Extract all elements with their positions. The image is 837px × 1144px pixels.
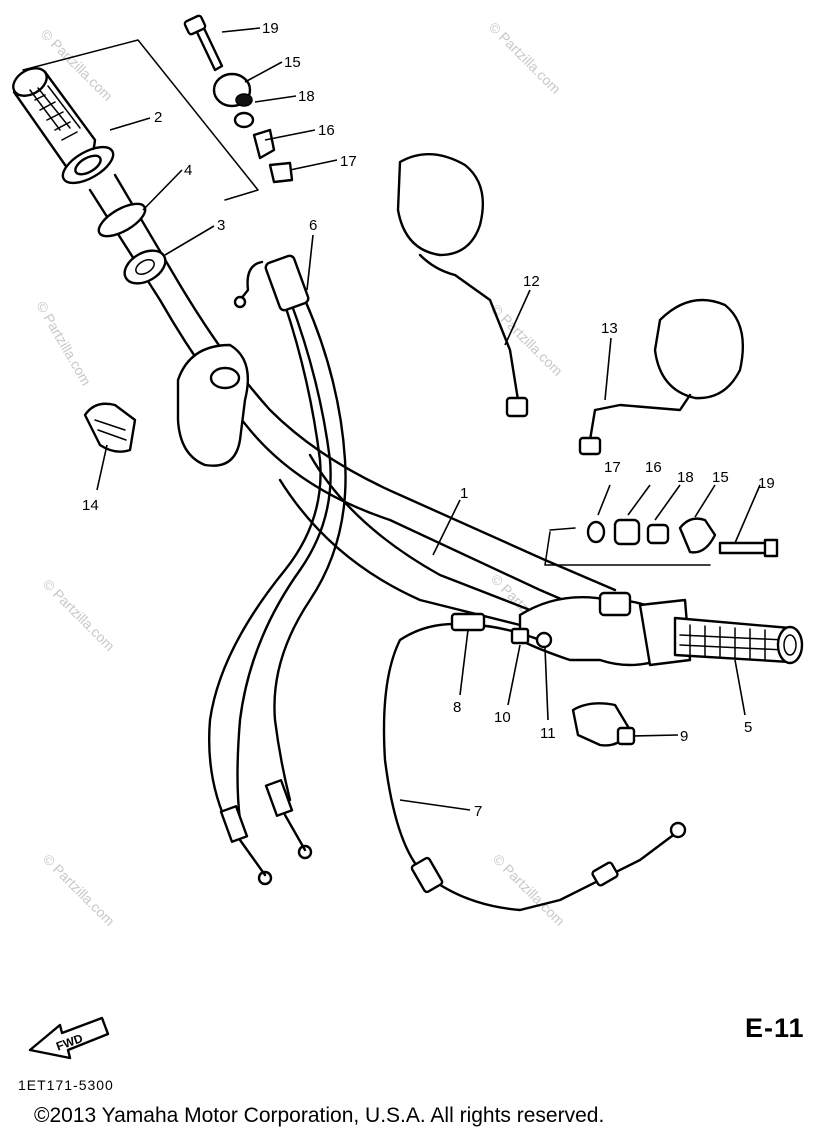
left-grip xyxy=(12,67,115,185)
callout-18: 18 xyxy=(298,88,315,105)
callout-3: 3 xyxy=(217,217,225,234)
part-code: 1ET171-5300 xyxy=(18,1077,114,1093)
left-exploded-parts xyxy=(183,14,294,184)
callout-15: 15 xyxy=(712,469,729,486)
leader-lines xyxy=(96,27,761,811)
watermark: © Partzilla.com xyxy=(40,851,118,929)
callout-19: 19 xyxy=(758,475,775,492)
fwd-arrow: FWD xyxy=(28,1016,110,1060)
clutch-cable xyxy=(382,612,687,912)
right-exploded-parts xyxy=(586,517,779,558)
callout-7: 7 xyxy=(474,803,482,820)
watermark: © Partzilla.com xyxy=(40,576,118,654)
left-collar xyxy=(97,202,167,285)
callout-2: 2 xyxy=(154,109,162,126)
right-switch xyxy=(571,702,636,747)
callout-1: 1 xyxy=(460,485,468,502)
right-grip xyxy=(518,591,804,667)
left-switch xyxy=(83,402,137,453)
callout-5: 5 xyxy=(744,719,752,736)
callout-15: 15 xyxy=(284,54,301,71)
callout-12: 12 xyxy=(523,273,540,290)
page-code: E-11 xyxy=(745,1013,805,1043)
callout-18: 18 xyxy=(677,469,694,486)
watermark: © Partzilla.com xyxy=(488,301,566,379)
callout-10: 10 xyxy=(494,709,511,726)
watermark: © Partzilla.com xyxy=(490,851,568,929)
callout-11: 11 xyxy=(540,725,556,742)
callout-13: 13 xyxy=(601,320,618,337)
callout-19: 19 xyxy=(262,20,279,37)
callout-4: 4 xyxy=(184,162,192,179)
callout-17: 17 xyxy=(340,153,357,170)
callout-6: 6 xyxy=(309,217,317,234)
left-clamp xyxy=(176,343,249,467)
callout-16: 16 xyxy=(318,122,335,139)
throttle-cables xyxy=(207,254,347,886)
exploded-view-brackets xyxy=(22,39,711,566)
callout-14: 14 xyxy=(82,497,99,514)
callout-8: 8 xyxy=(453,699,461,716)
mirrors xyxy=(396,152,744,456)
callouts: 19 15 18 16 17 2 4 3 6 12 13 14 1 17 16 … xyxy=(82,20,775,820)
callout-17: 17 xyxy=(604,459,621,476)
watermark: © Partzilla.com xyxy=(486,19,564,97)
callout-9: 9 xyxy=(680,728,688,745)
watermark: © Partzilla.com xyxy=(33,299,94,389)
callout-16: 16 xyxy=(645,459,662,476)
handlebar xyxy=(88,173,617,627)
copyright-notice: ©2013 Yamaha Motor Corporation, U.S.A. A… xyxy=(34,1104,605,1127)
